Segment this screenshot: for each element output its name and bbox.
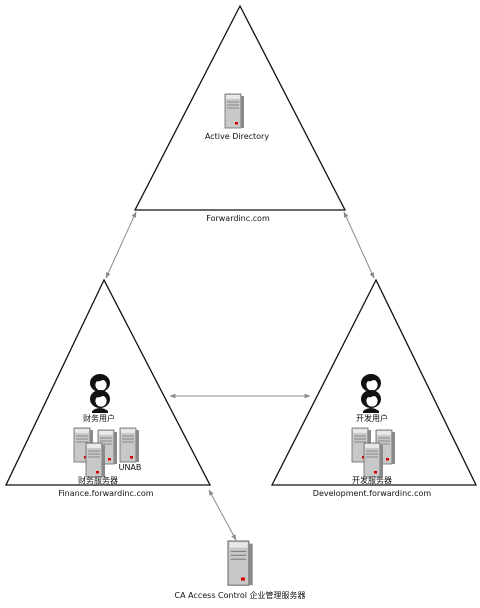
development-domain-triangle [270, 278, 478, 486]
arrow-forward-finance [105, 211, 137, 279]
finance-servers-icon [73, 427, 118, 478]
active-directory-server-icon [224, 93, 245, 129]
finance-domain-label: Finance.forwardinc.com [58, 489, 153, 498]
enterprise-server-icon [227, 540, 254, 586]
forwardinc-domain-label: Forwardinc.com [206, 214, 270, 223]
finance-servers-label: 财务服务器 [78, 475, 118, 485]
development-servers-label: 开发服务器 [352, 475, 392, 485]
arrow-forward-development [343, 211, 375, 279]
finance-users-icon [89, 373, 111, 414]
development-domain-label: Development.forwardinc.com [313, 489, 432, 498]
unab-label: UNAB [119, 463, 142, 472]
unab-server-icon [119, 427, 140, 463]
finance-domain-triangle [4, 278, 212, 486]
arrow-finance-enterprise [208, 489, 237, 541]
finance-users-label: 财务用户 [83, 413, 115, 423]
active-directory-label: Active Directory [205, 132, 269, 141]
development-users-label: 开发用户 [356, 413, 388, 423]
development-users-icon [360, 373, 382, 414]
enterprise-server-label: CA Access Control 企业管理服务器 [175, 590, 306, 600]
forwardinc-domain-triangle [133, 4, 347, 211]
development-servers-icon [351, 427, 396, 478]
